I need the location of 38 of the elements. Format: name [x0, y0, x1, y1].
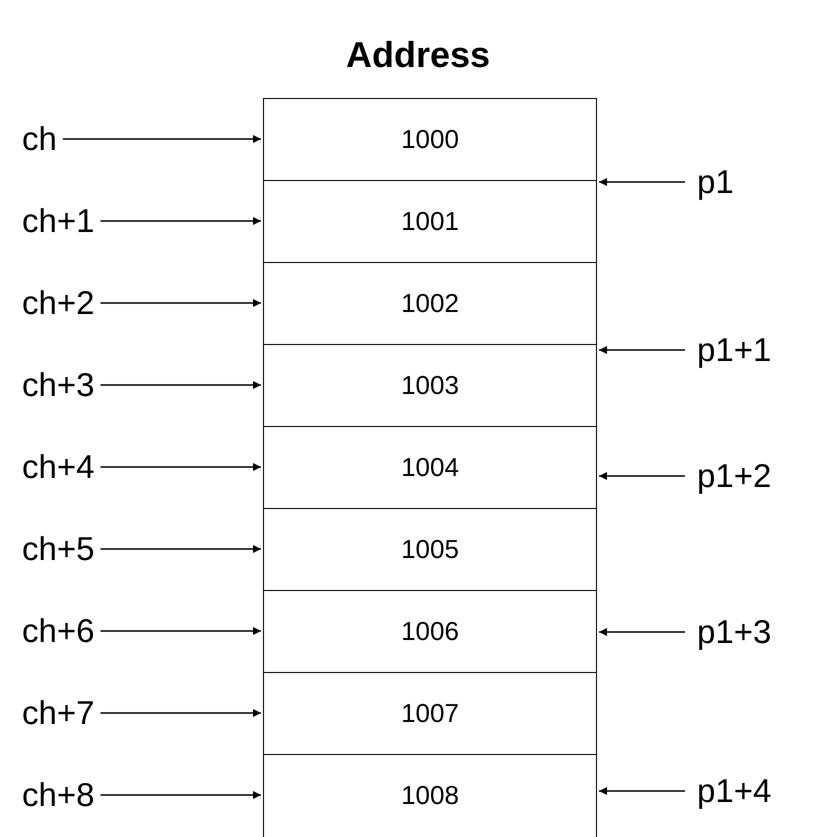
pointer-label: ch+2	[22, 283, 94, 323]
pointer-label: ch+1	[22, 201, 94, 241]
pointer-label: ch+3	[22, 365, 94, 405]
arrow	[100, 463, 261, 471]
memory-cell: 1001	[263, 180, 597, 264]
arrow	[100, 709, 261, 717]
memory-cell: 1002	[263, 262, 597, 346]
pointer-label: ch+8	[22, 775, 94, 815]
arrow	[599, 787, 685, 795]
arrow	[100, 627, 261, 635]
arrow	[100, 217, 261, 225]
pointer-label: p1+4	[697, 771, 772, 811]
pointer-label: p1+1	[697, 330, 772, 370]
memory-cell: 1005	[263, 508, 597, 592]
pointer-label: ch	[22, 119, 57, 159]
pointer-label: ch+5	[22, 529, 94, 569]
memory-cell: 1003	[263, 344, 597, 428]
arrow	[100, 791, 261, 799]
memory-cell: 1007	[263, 672, 597, 756]
arrow	[100, 299, 261, 307]
arrow	[100, 381, 261, 389]
pointer-label: p1	[697, 162, 734, 202]
memory-cell: 1000	[263, 98, 597, 182]
memory-cell: 1008	[263, 754, 597, 837]
pointer-label: ch+4	[22, 447, 94, 487]
pointer-label: p1+3	[697, 612, 772, 652]
arrow	[100, 545, 261, 553]
arrow	[599, 472, 685, 480]
memory-cell: 1004	[263, 426, 597, 510]
arrow	[62, 135, 261, 143]
arrow	[599, 178, 685, 186]
arrow	[599, 346, 685, 354]
heading: Address	[344, 34, 492, 76]
pointer-label: p1+2	[697, 456, 772, 496]
memory-cell: 1006	[263, 590, 597, 674]
arrow	[599, 628, 685, 636]
pointer-label: ch+7	[22, 693, 94, 733]
pointer-label: ch+6	[22, 611, 94, 651]
